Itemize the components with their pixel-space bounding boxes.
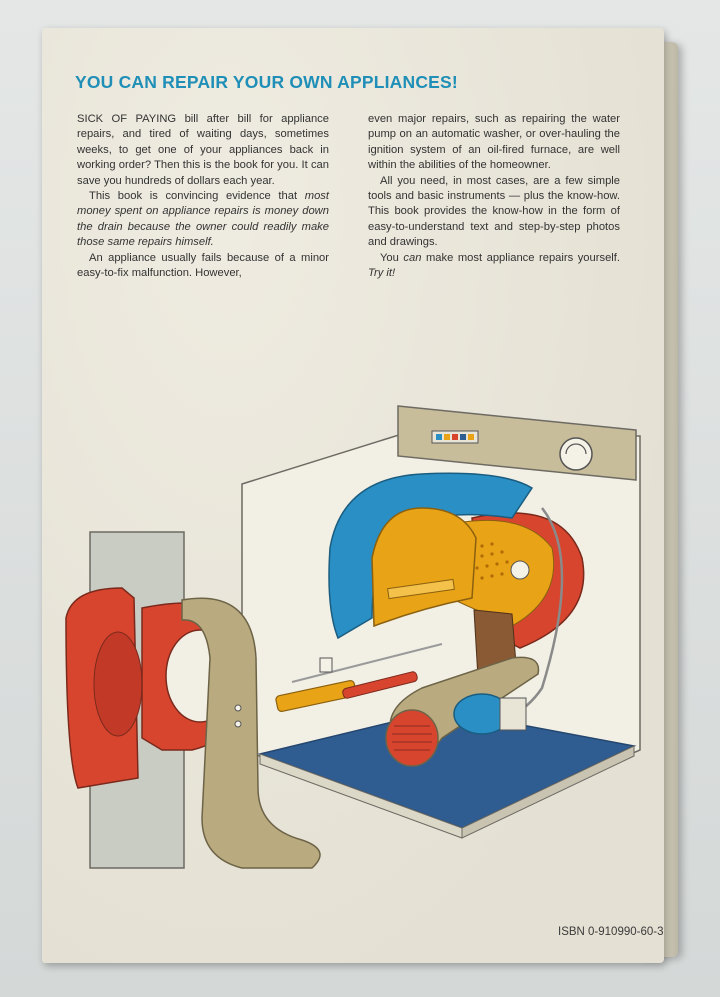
lint-filter-grille <box>93 631 143 737</box>
cover-headline: YOU CAN REPAIR YOUR OWN APPLIANCES! <box>75 72 458 92</box>
blurb-right-column: even major repairs, such as repairing th… <box>368 112 620 281</box>
blurb-text: make most appliance repairs yourself. <box>421 251 620 264</box>
timer-dial <box>559 437 593 471</box>
blurb-left-column: SICK OF PAYING bill after bill for appli… <box>77 112 329 281</box>
blurb-emphasis: can <box>403 251 422 264</box>
dryer-cutaway-illustration <box>65 405 641 869</box>
blower-fan-housing <box>385 709 439 767</box>
blurb-paragraph: An appliance usually fails because of a … <box>77 251 329 280</box>
burner-tube <box>342 671 418 699</box>
blurb-emphasis: Try it! <box>368 267 396 280</box>
blurb-paragraph: All you need, in most cases, are a few s… <box>368 174 620 249</box>
base-side-edge <box>461 745 635 839</box>
blurb-emphasis: most money spent on appliance repairs is… <box>77 190 329 249</box>
duct-screw <box>234 720 242 728</box>
drum-outer-shell <box>328 472 534 640</box>
blurb-paragraph: This book is convincing evidence that mo… <box>77 189 329 251</box>
igniter-block <box>319 657 333 673</box>
blurb-text: This book is convincing evidence that <box>89 190 305 203</box>
duct-screw <box>234 704 242 712</box>
motor-end-cap <box>499 697 527 731</box>
blurb-text: You <box>380 251 404 264</box>
lint-trap-duct <box>181 597 321 869</box>
book-back-cover: YOU CAN REPAIR YOUR OWN APPLIANCES! SICK… <box>42 28 664 963</box>
blurb-paragraph: You can make most appliance repairs your… <box>368 251 620 282</box>
blurb-paragraph: SICK OF PAYING bill after bill for appli… <box>77 113 329 187</box>
gas-supply-line <box>291 643 443 683</box>
blower-fan-blades <box>392 725 432 751</box>
blurb-paragraph: even major repairs, such as repairing th… <box>368 113 620 172</box>
drum-shaft-hub <box>510 560 530 580</box>
heater-element <box>387 578 455 600</box>
isbn-number: ISBN 0-910990-60-3 <box>558 926 664 938</box>
timer-dial-marking <box>565 443 587 455</box>
push-buttons <box>431 430 479 444</box>
